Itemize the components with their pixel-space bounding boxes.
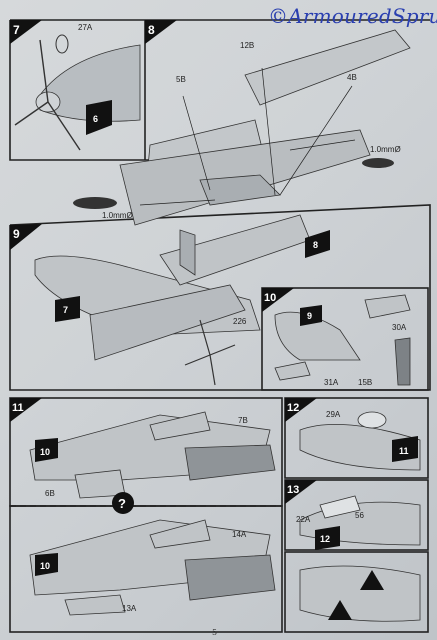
step9-arrow-left-label: 7 xyxy=(63,305,68,315)
step12-border xyxy=(284,397,429,479)
part-226: 226 xyxy=(233,317,247,326)
step13-tab xyxy=(285,480,317,504)
step10-border xyxy=(261,287,429,391)
step9-number: 9 xyxy=(13,227,20,241)
step12-tab xyxy=(285,398,317,422)
step13-arrow xyxy=(315,526,340,550)
part-7b: 7B xyxy=(238,416,248,425)
step11-arrow-lower xyxy=(35,553,58,576)
step11-tab xyxy=(10,398,42,422)
part-13a: 13A xyxy=(122,604,137,613)
part-30a: 30A xyxy=(392,323,407,332)
part-5b: 5B xyxy=(176,75,186,84)
watermark: ©ArmouredSprue xyxy=(268,4,437,28)
part-27a: 27A xyxy=(78,23,93,32)
step8-hole-right xyxy=(362,158,394,168)
step12-arrow-label: 11 xyxy=(399,446,409,456)
step9-arrow-left xyxy=(55,296,80,322)
step7-number: 7 xyxy=(13,23,20,37)
step11-wings xyxy=(29,411,276,616)
step9-tab xyxy=(10,224,42,250)
step11-arrow-lower-label: 10 xyxy=(40,561,50,571)
step8-wings xyxy=(119,29,411,226)
step12-arrow xyxy=(392,436,418,462)
step7-arrow xyxy=(86,100,112,135)
part-15b: 15B xyxy=(358,378,372,387)
question-mark: ? xyxy=(118,496,126,511)
step10-tail xyxy=(274,294,411,386)
step12-number: 12 xyxy=(287,402,299,414)
part-4b: 4B xyxy=(347,73,357,82)
step10-arrow-label: 9 xyxy=(307,311,312,321)
page-number: 5 xyxy=(212,628,218,637)
step12-canopy xyxy=(299,411,421,471)
part-31a: 31A xyxy=(324,378,339,387)
step7-nose xyxy=(14,34,141,151)
step11-arrow-label: 10 xyxy=(40,447,50,457)
part-6b: 6B xyxy=(45,489,55,498)
step9-fuselage xyxy=(34,214,311,361)
step9-prop xyxy=(184,319,236,386)
step9-arrow-top xyxy=(305,230,330,258)
step11-arrow xyxy=(35,438,58,462)
step8-hole-left xyxy=(73,197,117,209)
step7-arrow-label: 6 xyxy=(93,114,98,124)
step11-number: 11 xyxy=(12,402,24,414)
step8-number: 8 xyxy=(148,23,155,37)
step13-arrow-label: 12 xyxy=(320,534,330,544)
step13-border xyxy=(284,479,429,551)
step10-arrow xyxy=(300,305,322,326)
step7-border xyxy=(9,20,150,161)
part-14a: 14A xyxy=(232,530,247,539)
part-22a: 22A xyxy=(296,515,311,524)
step9-border xyxy=(9,204,431,391)
step10-number: 10 xyxy=(264,292,276,304)
step8-tab xyxy=(145,20,177,44)
step11-question-badge xyxy=(112,492,134,514)
drill-size-left: 1.0mmØ xyxy=(102,211,133,220)
step13-detail-border xyxy=(284,551,429,633)
step10-tab xyxy=(262,288,294,312)
part-56: 56 xyxy=(355,511,364,520)
step9-arrow-top-label: 8 xyxy=(313,240,318,250)
step7-tab xyxy=(10,20,42,44)
drill-size-right: 1.0mmØ xyxy=(370,145,401,154)
part-29a: 29A xyxy=(326,410,341,419)
step13-number: 13 xyxy=(287,484,299,496)
part-12b: 12B xyxy=(240,41,254,50)
